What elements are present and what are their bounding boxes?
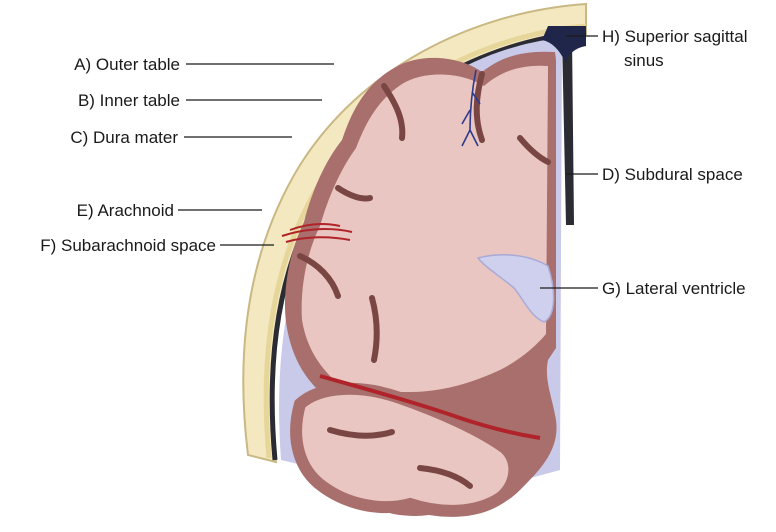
label-dura-mater: C) Dura mater bbox=[70, 128, 178, 147]
falx-dura bbox=[562, 36, 574, 225]
label-inner-table: B) Inner table bbox=[78, 91, 180, 110]
label-subdural-space: D) Subdural space bbox=[602, 165, 743, 184]
label-superior-sagittal-sinus-line2: sinus bbox=[624, 51, 664, 70]
label-subarachnoid-space: F) Subarachnoid space bbox=[40, 236, 216, 255]
label-superior-sagittal-sinus: H) Superior sagittal bbox=[602, 27, 748, 46]
label-outer-table: A) Outer table bbox=[74, 55, 180, 74]
label-arachnoid: E) Arachnoid bbox=[77, 201, 174, 220]
label-lateral-ventricle: G) Lateral ventricle bbox=[602, 279, 746, 298]
